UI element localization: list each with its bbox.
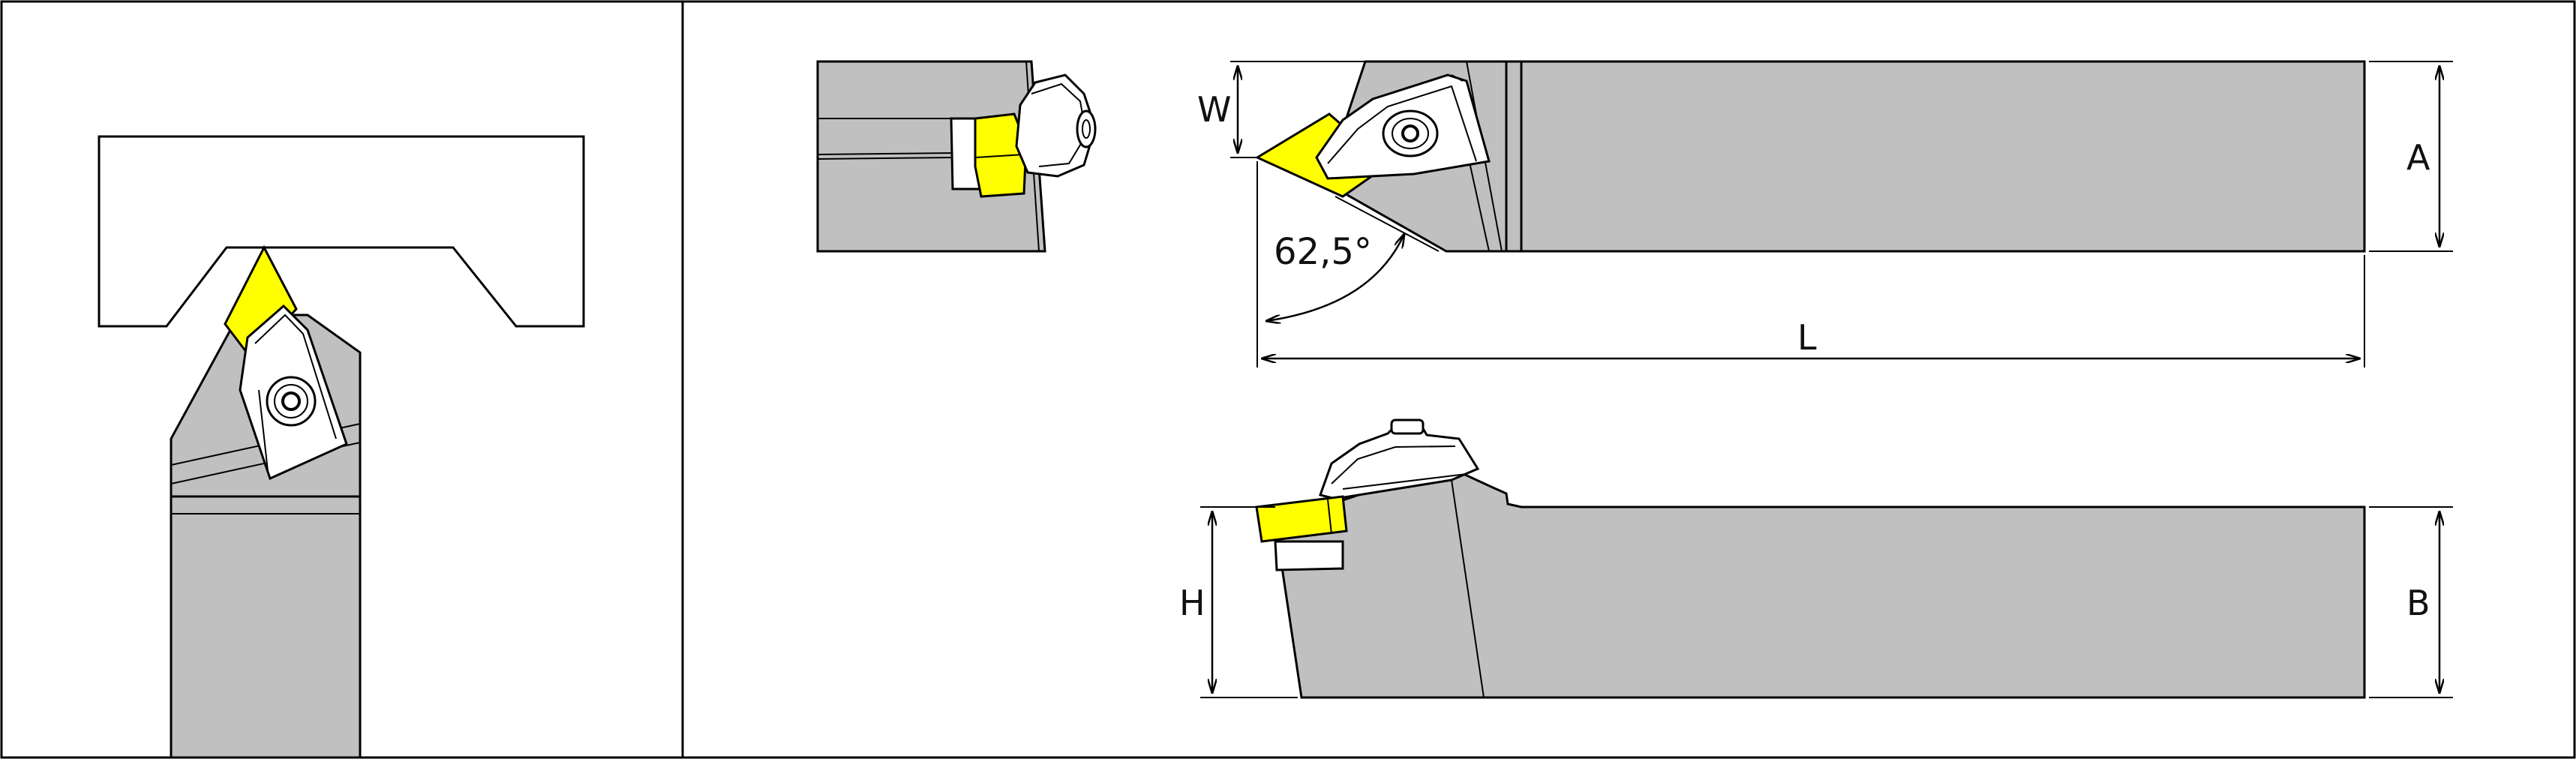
head-detail-screw-icon <box>1076 110 1097 148</box>
dimension-angle: 62,5° <box>1266 196 1440 321</box>
side-view-screw-icon <box>1390 418 1425 435</box>
top-view <box>1254 60 2366 253</box>
dimension-w: W <box>1197 61 1365 158</box>
dimension-angle-label: 62,5° <box>1274 231 1372 273</box>
dimension-b: B <box>2369 506 2453 698</box>
dimension-l-label: L <box>1797 317 1817 358</box>
head-detail-view <box>816 60 1097 253</box>
dimension-b-label: B <box>2406 583 2430 623</box>
dimension-w-label: W <box>1197 89 1231 130</box>
side-view-insert <box>1255 495 1348 543</box>
dimension-a-label: A <box>2406 137 2430 178</box>
dimension-h: H <box>1179 506 1298 698</box>
dimension-l: L <box>1256 161 2365 368</box>
workpiece-outline <box>98 135 585 328</box>
dimension-h-label: H <box>1179 583 1205 623</box>
side-view-clamp <box>1319 424 1480 500</box>
side-view <box>1255 418 2366 699</box>
dimension-a: A <box>2369 61 2453 252</box>
head-detail-body <box>816 60 1046 253</box>
application-view <box>98 135 585 759</box>
side-view-support <box>1274 540 1344 572</box>
